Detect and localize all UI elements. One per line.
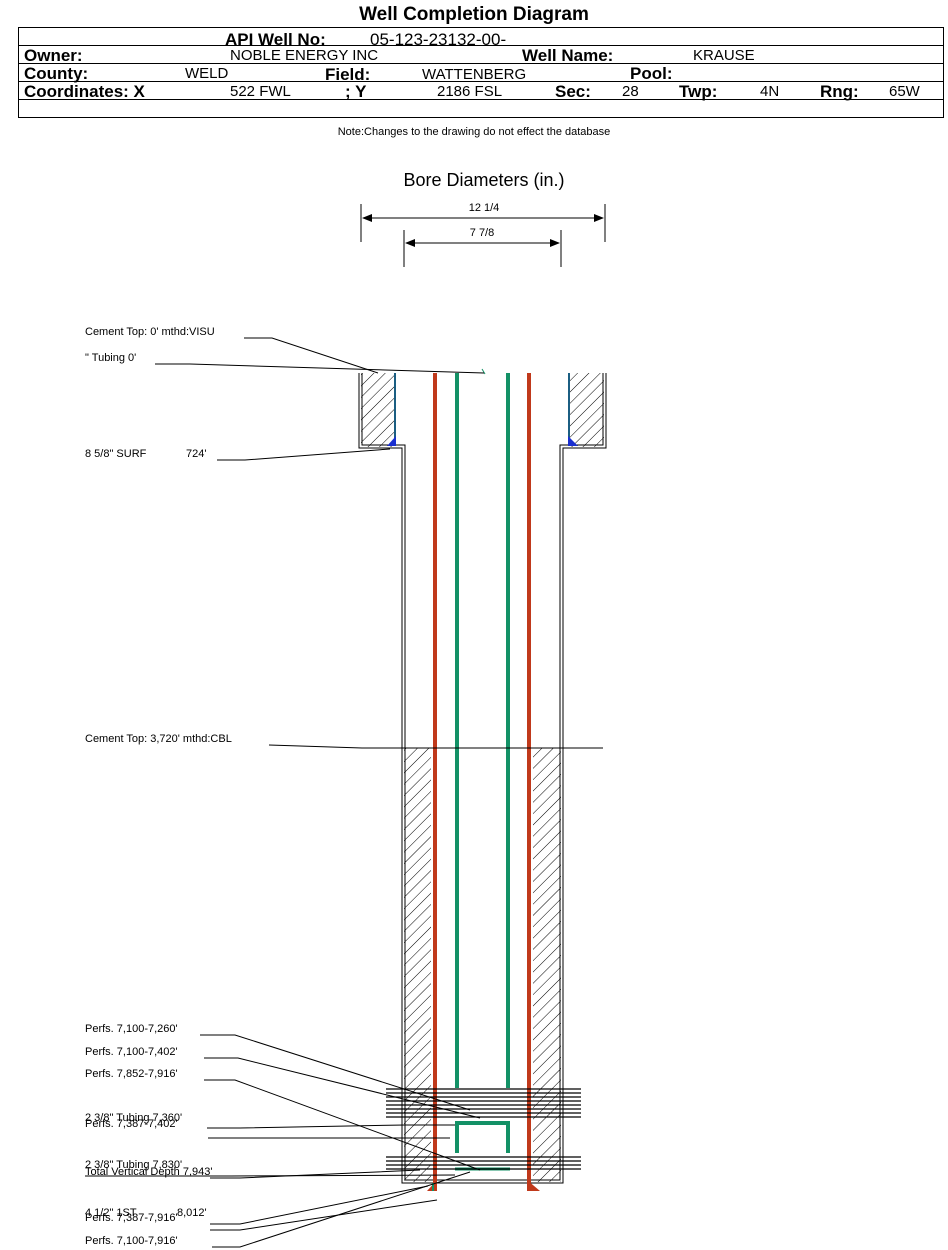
perforations-upper [386, 1088, 581, 1118]
county-label: County: [24, 64, 89, 83]
pool-label: Pool: [630, 64, 673, 83]
sec-label: Sec: [555, 82, 591, 101]
field-value: WATTENBERG [422, 66, 527, 83]
rng-value: 65W [889, 83, 920, 100]
label-surface-casing-depth: 724' [186, 448, 206, 460]
label-tubing-7360: 2 3/8" Tubing 7,360' [85, 1112, 182, 1124]
surface-casing-shoe-right [568, 436, 578, 446]
header-divider [19, 81, 943, 82]
twp-label: Twp: [679, 82, 718, 101]
owner-label: Owner: [24, 46, 83, 65]
label-cement-top-cbl: Cement Top: 3,720' mthd:CBL [85, 733, 232, 745]
label-production-casing-depth: 8,012' [177, 1207, 207, 1219]
well-header-table: API Well No: 05-123-23132-00- Owner: NOB… [18, 27, 944, 118]
rng-label: Rng: [820, 82, 859, 101]
label-perfs-5: Perfs. 7,387-7,916' [85, 1212, 178, 1224]
coord-x-label: Coordinates: X [24, 82, 145, 101]
api-label: API Well No: [225, 30, 326, 49]
dim-inner-label: 7 7/8 [470, 227, 494, 239]
bore-title: Bore Diameters (in.) [403, 170, 564, 190]
twp-value: 4N [760, 83, 780, 100]
dim-outer-label: 12 1/4 [469, 202, 500, 214]
label-perfs-4: Perfs. 7,387-7,402' [85, 1118, 178, 1130]
tubing-top-tick [481, 368, 486, 375]
label-surface-casing: 8 5/8" SURF [85, 448, 147, 460]
owner-value: NOBLE ENERGY INC [230, 47, 379, 64]
surface-cement-right [570, 373, 604, 447]
database-note: Note:Changes to the drawing do not effec… [337, 126, 611, 138]
label-total-depth: Total Vertical Depth 7,943' [85, 1166, 212, 1178]
header-divider [19, 63, 943, 64]
production-casing-shoe-right [527, 1180, 540, 1191]
label-tubing-top: " Tubing 0' [85, 352, 136, 364]
production-cement-left [404, 748, 431, 1182]
label-production-casing: 4 1/2" 1ST [85, 1207, 137, 1219]
label-perfs-1: Perfs. 7,100-7,260' [85, 1023, 178, 1035]
perforations-lower [386, 1156, 581, 1170]
header-divider [19, 45, 943, 46]
coord-x-value: 522 FWL [230, 83, 291, 100]
surface-cement-left [361, 373, 394, 447]
header-divider [19, 99, 943, 100]
field-label: Field: [325, 65, 371, 84]
tubing-lower-string [455, 1121, 510, 1153]
label-perfs-3: Perfs. 7,852-7,916' [85, 1068, 178, 1080]
borehole-wall [358, 373, 607, 1184]
coord-y-value: 2186 FSL [437, 83, 503, 100]
label-perfs-2: Perfs. 7,100-7,402' [85, 1046, 178, 1058]
label-tubing-7830: 2 3/8" Tubing 7,830' [85, 1159, 182, 1171]
well-name-label: Well Name: [522, 46, 614, 65]
well-name-value: KRAUSE [693, 47, 755, 64]
production-cement-right [533, 748, 561, 1182]
surface-casing-shoe-left [387, 436, 396, 446]
label-perfs-6: Perfs. 7,100-7,916' [85, 1235, 178, 1247]
api-value: 05-123-23132-00- [370, 30, 507, 49]
label-cement-top-surface: Cement Top: 0' mthd:VISU [85, 326, 215, 338]
coord-y-label: ; Y [345, 82, 367, 101]
county-value: WELD [185, 65, 229, 82]
diagram-title: Well Completion Diagram [359, 4, 589, 25]
borehole-wall-inner [361, 373, 604, 1181]
leader-lines [85, 337, 603, 1248]
sec-value: 28 [622, 83, 639, 100]
